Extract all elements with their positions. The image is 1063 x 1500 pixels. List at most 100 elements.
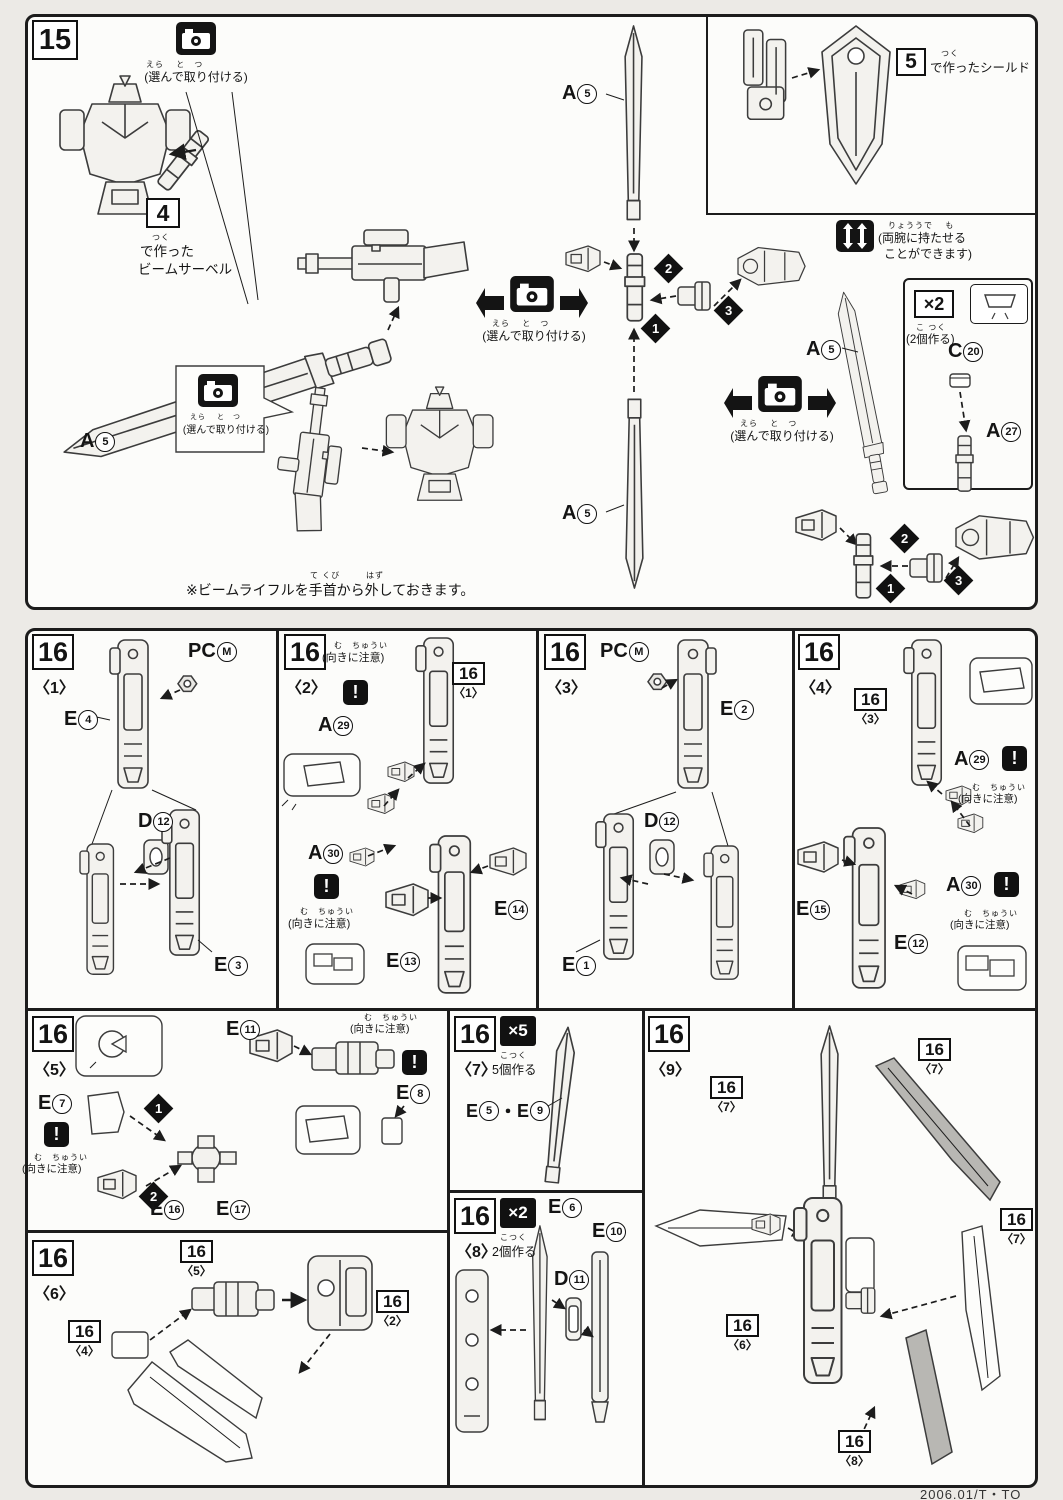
substep-3-label: 〈3〉 — [546, 680, 587, 697]
note-furigana-tekubi: て くび — [310, 571, 341, 580]
warning-icon: ! — [994, 872, 1019, 897]
assembly-step-3-marker: 3 — [713, 295, 744, 326]
ref-number: 16 — [180, 1240, 213, 1263]
page-footer-code: 2006.01/T・TO — [920, 1487, 1022, 1500]
divider — [449, 1190, 642, 1193]
step-16-number-8: 16 — [454, 1198, 496, 1234]
assembly-step-3-marker: 3 — [943, 565, 974, 596]
divider — [792, 631, 795, 1008]
substep-6-label: 〈6〉 — [34, 1286, 75, 1303]
substep-8-label: 〈8〉 — [456, 1244, 497, 1261]
step-5-ref-number: 5 — [896, 48, 926, 76]
beam-saber-long-illustration — [57, 305, 400, 468]
panel6-illustration — [111, 1255, 373, 1463]
both-arms-furigana: りょううで も — [888, 221, 955, 230]
ref-number: 16 — [1000, 1208, 1033, 1231]
assembly-step-2-marker: 2 — [889, 523, 920, 554]
select-caption-furigana: えら と つ — [146, 60, 204, 69]
panel3-illustration — [575, 639, 739, 980]
orient-furigana: む ちゅうい — [364, 1013, 418, 1022]
step-16-number-4: 16 — [798, 634, 840, 670]
select-attach-icon — [176, 22, 216, 55]
panel7-illustration — [542, 1025, 578, 1184]
both-arms-caption-line2: ことができます) — [884, 247, 972, 261]
orient-furigana: む ちゅうい — [334, 641, 388, 650]
ref-substep: 〈7〉 — [1001, 1232, 1032, 1246]
assembly-step-1-marker: 1 — [640, 313, 671, 344]
saber-blade-bottom-illustration — [605, 327, 644, 589]
panel5-illustration — [75, 1015, 407, 1200]
select-caption-furigana: えら と つ — [190, 414, 241, 421]
step-16-number-7: 16 — [454, 1016, 496, 1052]
warning-icon: ! — [1002, 746, 1027, 771]
ref-number: 16 — [376, 1290, 409, 1313]
ref-number: 16 — [68, 1320, 101, 1343]
ref-step16-sub2: 16 〈2〉 — [376, 1290, 409, 1327]
step-16-number-2: 16 — [284, 634, 326, 670]
hand-part-sketch — [984, 294, 1016, 320]
ref-step16-sub6: 16 〈6〉 — [726, 1314, 759, 1351]
qty2-caption: (2個作る) — [906, 334, 955, 346]
make5-furigana: こつく — [500, 1051, 527, 1060]
substep-5-label: 〈5〉 — [34, 1062, 75, 1079]
orient-furigana: む ちゅうい — [972, 783, 1026, 792]
assembly-step-2-marker: 2 — [653, 253, 684, 284]
divider — [28, 1230, 447, 1233]
make5-caption: 5個作る — [492, 1063, 537, 1077]
select-attach-icon — [510, 276, 554, 312]
orientation-caption: (向きに注意) — [958, 793, 1018, 805]
ref-substep: 〈4〉 — [69, 1344, 100, 1358]
ref-step16-sub7: 16 〈7〉 — [710, 1076, 743, 1113]
assembly-step-1-marker: 1 — [875, 573, 906, 604]
beam-saber-right-illustration — [834, 289, 892, 496]
ref-step16-sub8: 16 〈8〉 — [838, 1430, 871, 1467]
ref-number: 16 — [726, 1314, 759, 1337]
step-16-number-6: 16 — [32, 1240, 74, 1276]
warning-icon: ! — [343, 680, 368, 705]
ref-number: 16 — [918, 1038, 951, 1061]
ref-step16-sub3: 16 〈3〉 — [854, 688, 887, 725]
orientation-caption: (向きに注意) — [350, 1023, 410, 1035]
panel2-illustration — [281, 637, 527, 994]
swap-arrow-right-icon — [560, 288, 588, 318]
panel4-illustration — [797, 639, 1033, 991]
both-arms-caption-line1: (両腕に持たせる — [878, 231, 966, 245]
select-attach-icon — [198, 374, 238, 407]
divider — [447, 1010, 450, 1485]
select-caption-furigana: えら と つ — [740, 419, 798, 428]
select-caption-furigana: えら と つ — [492, 319, 550, 328]
orient-furigana: む ちゅうい — [300, 907, 354, 916]
x5-quantity-badge: ×5 — [500, 1016, 536, 1046]
made-in-step4-caption-line2: ビームサーベル — [138, 262, 233, 277]
orient-furigana: む ちゅうい — [964, 909, 1018, 918]
made4-furigana: つく — [152, 233, 170, 242]
select-caption: (選んで取り付ける) — [482, 329, 586, 343]
divider — [642, 1010, 645, 1485]
saber-blade-top-illustration — [605, 25, 643, 253]
select-attach-icon — [758, 376, 802, 412]
ref-number: 16 — [838, 1430, 871, 1453]
